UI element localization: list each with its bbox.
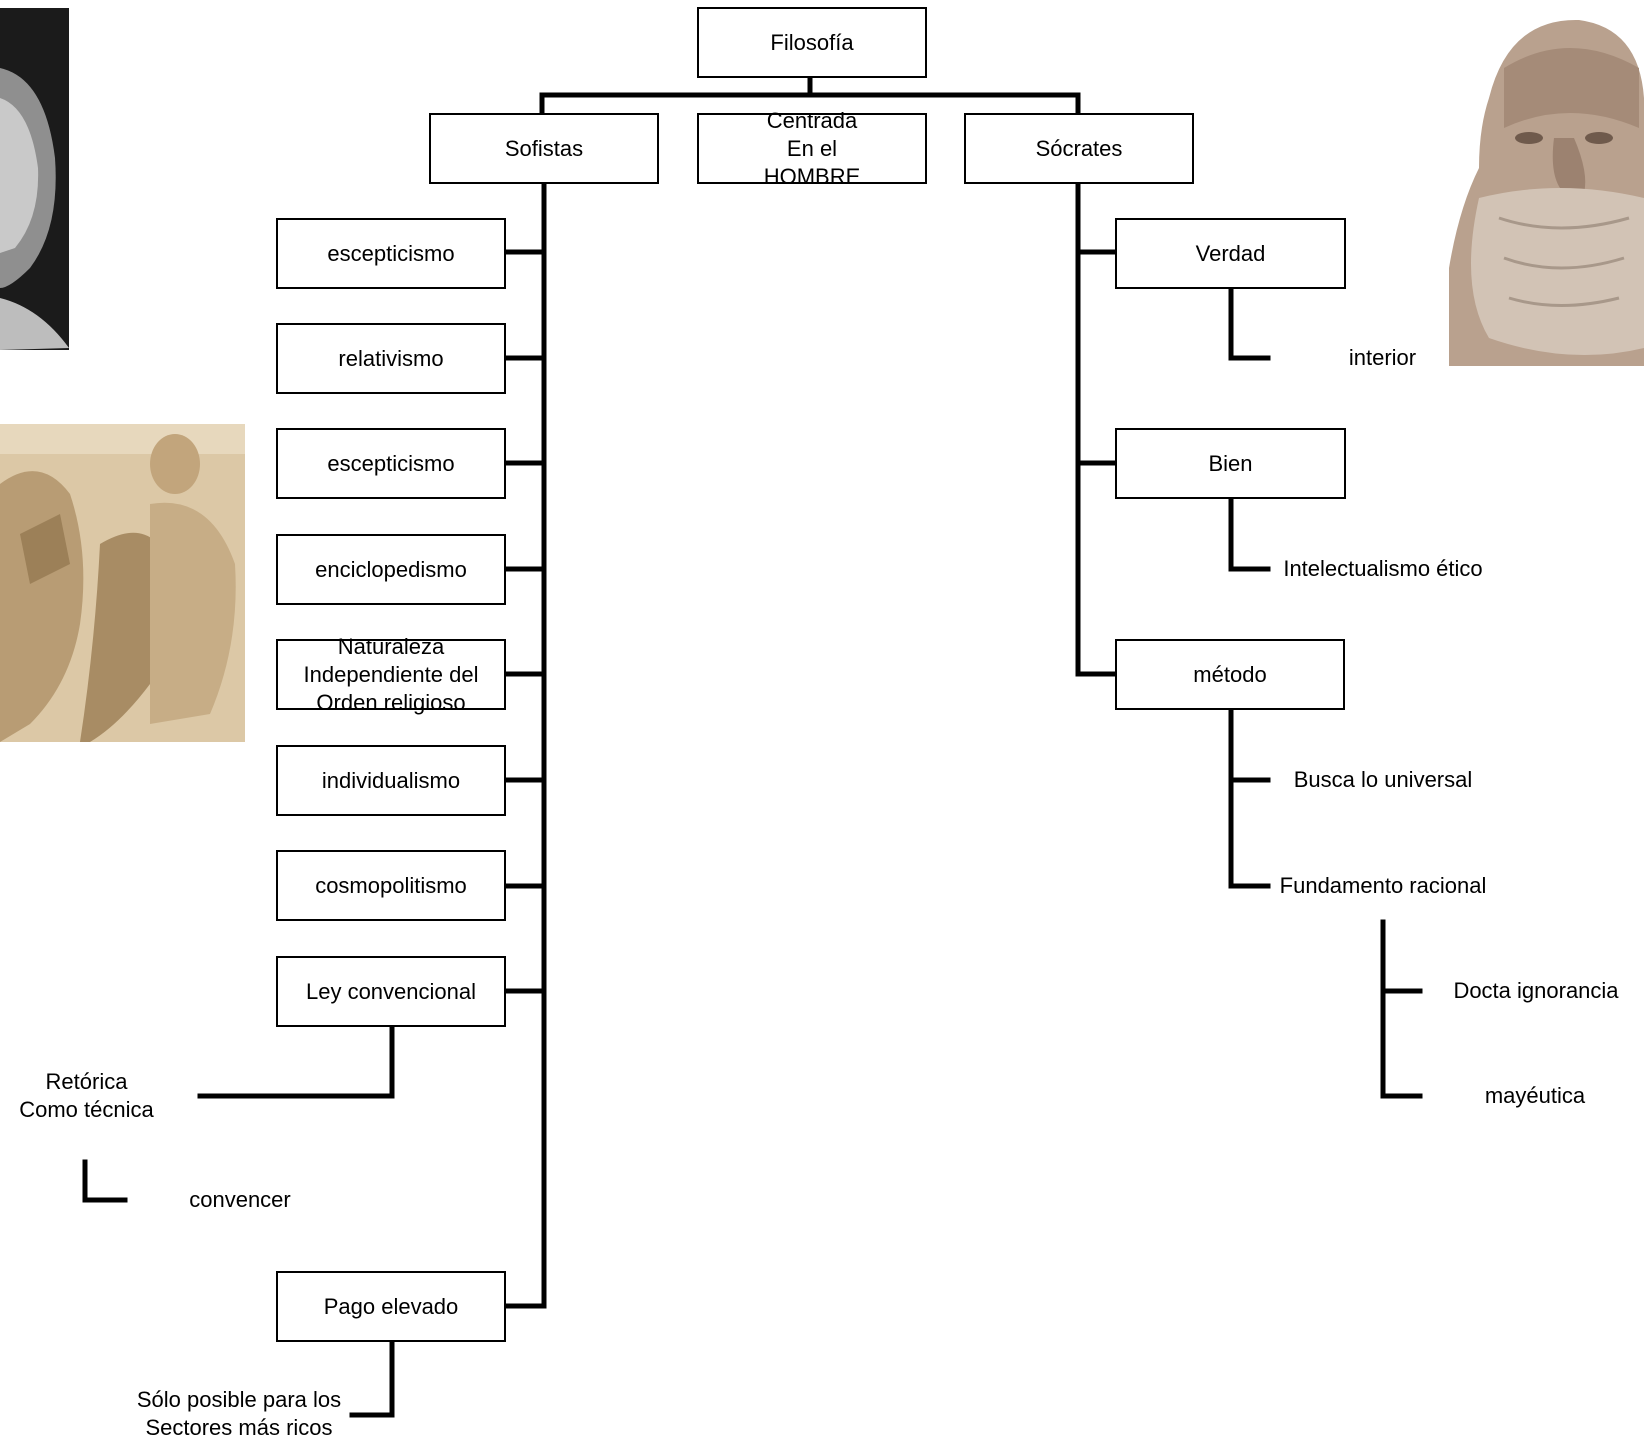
node-centrada-en-el-hombre: Centrada En el HOMBRE <box>697 108 927 189</box>
node-sofistas-item: escepticismo <box>276 218 506 289</box>
label-retorica: Retórica Como técnica <box>19 1069 154 1122</box>
label-intelectualismo-etico: Intelectualismo ético <box>1283 556 1483 581</box>
node-sofistas-item: enciclopedismo <box>276 534 506 605</box>
node-socrates-item: Verdad <box>1115 218 1346 289</box>
label-busca-lo-universal: Busca lo universal <box>1293 767 1473 792</box>
node-sofistas-item: relativismo <box>276 323 506 394</box>
label-convencer: convencer <box>189 1187 291 1212</box>
connector-pago-solo <box>349 1339 395 1418</box>
connector-ley-retorica <box>197 1023 395 1099</box>
node-sofistas: Sofistas <box>429 113 659 184</box>
node-filosofia: Filosofía <box>697 7 927 78</box>
node-sofistas-item: Pago elevado <box>276 1271 506 1342</box>
bust-photo-left <box>0 8 69 350</box>
node-sofistas-item: Naturaleza Independiente del Orden relig… <box>276 634 506 715</box>
connector-bien-intelectualismo <box>1228 496 1271 572</box>
relief-sculpture-photo <box>0 424 245 742</box>
connector-verdad-interior <box>1228 285 1271 361</box>
node-socrates-item: método <box>1115 639 1345 710</box>
label-docta-ignorancia: Docta ignorancia <box>1453 978 1619 1003</box>
socrates-bust-photo <box>1449 8 1644 366</box>
node-sofistas-item: escepticismo <box>276 428 506 499</box>
node-sofistas-item: cosmopolitismo <box>276 850 506 921</box>
label-solo-posible: Sólo posible para los Sectores más ricos <box>136 1387 342 1440</box>
node-socrates-item: Bien <box>1115 428 1346 499</box>
label-interior: interior <box>1348 345 1417 370</box>
node-sofistas-item: individualismo <box>276 745 506 816</box>
label-mayeutica: mayéutica <box>1484 1083 1586 1108</box>
node-socrates: Sócrates <box>964 113 1194 184</box>
node-sofistas-item: Ley convencional <box>276 956 506 1027</box>
label-fundamento-racional: Fundamento racional <box>1279 873 1487 898</box>
connector-retorica-convencer <box>82 1159 128 1203</box>
